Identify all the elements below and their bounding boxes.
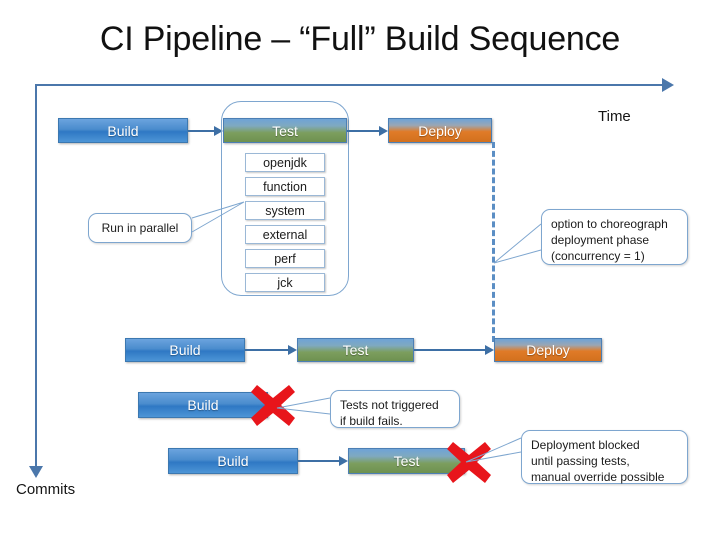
callout-choreograph-line-3: (concurrency = 1): [551, 249, 645, 264]
connector-arrowhead-build-to-test-row2: [288, 345, 297, 355]
stage-bar-test-row4[interactable]: Test: [348, 448, 465, 474]
callout-deployment-blocked: Deployment blocked until passing tests, …: [521, 430, 688, 484]
test-stage-group-container: [221, 101, 349, 296]
time-axis-label: Time: [598, 108, 631, 125]
test-suite-item-function[interactable]: function: [245, 177, 325, 196]
commits-axis-arrowhead: [29, 466, 43, 478]
connector-arrowhead-test-to-deploy-row2: [485, 345, 494, 355]
test-suite-item-system[interactable]: system: [245, 201, 325, 220]
commits-axis-label: Commits: [16, 481, 76, 498]
connector-test-to-deploy-row1: [347, 130, 379, 132]
test-suite-item-openjdk[interactable]: openjdk: [245, 153, 325, 172]
callout-tests-not-triggered: Tests not triggered if build fails.: [330, 390, 460, 428]
callout-choreograph-deployment: option to choreograph deployment phase (…: [541, 209, 688, 265]
stage-bar-build-row1[interactable]: Build: [58, 118, 188, 143]
stage-bar-test-row2[interactable]: Test: [297, 338, 414, 362]
stage-bar-deploy-row1[interactable]: Deploy: [388, 118, 492, 143]
callout-tests-not-triggered-line-2: if build fails.: [340, 414, 403, 429]
connector-build-to-test-row4: [298, 460, 339, 462]
connector-build-to-test-row1: [188, 130, 214, 132]
connector-test-to-deploy-row2: [414, 349, 485, 351]
connector-build-to-test-row2: [245, 349, 288, 351]
test-suite-item-perf[interactable]: perf: [245, 249, 325, 268]
test-suite-item-external[interactable]: external: [245, 225, 325, 244]
test-suite-item-jck[interactable]: jck: [245, 273, 325, 292]
connector-arrowhead-test-to-deploy-row1: [379, 126, 388, 136]
callout-run-in-parallel: Run in parallel: [88, 213, 192, 243]
callout-choreograph-line-2: deployment phase: [551, 233, 650, 248]
connector-arrowhead-build-to-test-row4: [339, 456, 348, 466]
stage-bar-deploy-row2[interactable]: Deploy: [494, 338, 602, 362]
stage-bar-build-row2[interactable]: Build: [125, 338, 245, 362]
deploy-sequence-dashed-line: [492, 142, 495, 342]
callout-deployment-blocked-line-2: until passing tests,: [531, 454, 630, 469]
time-axis-line: [35, 84, 668, 86]
callout-tests-not-triggered-line-1: Tests not triggered: [340, 398, 439, 412]
commits-axis-line: [35, 84, 37, 470]
time-axis-arrowhead: [662, 78, 674, 92]
callout-deployment-blocked-line-3: manual override possible: [531, 470, 665, 485]
stage-bar-test-row1[interactable]: Test: [223, 118, 347, 143]
callout-choreograph-line-1: option to choreograph: [551, 217, 668, 231]
callout-deployment-blocked-line-1: Deployment blocked: [531, 438, 640, 452]
stage-bar-build-row3[interactable]: Build: [138, 392, 268, 418]
page-title: CI Pipeline – “Full” Build Sequence: [99, 20, 621, 58]
stage-bar-build-row4[interactable]: Build: [168, 448, 298, 474]
connector-arrowhead-build-to-test-row1: [214, 126, 223, 136]
